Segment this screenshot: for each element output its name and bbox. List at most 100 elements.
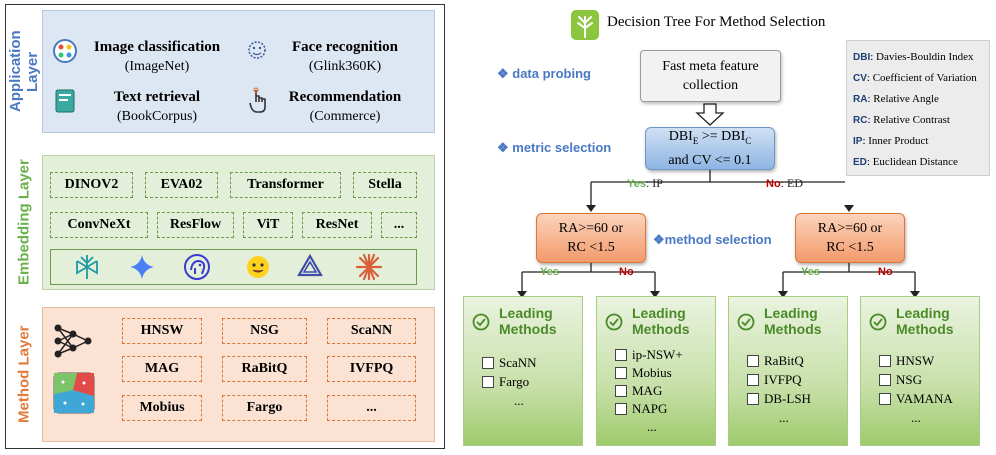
root-line: Fast meta feature [662,59,759,74]
leaf-ellipsis: ... [647,419,657,434]
leaf-method-item: NSG [879,371,922,388]
leaf-method-item: HNSW [879,352,934,369]
method-tag: IVFPQ [327,356,416,382]
metric-condition-line2: and CV <= 0.1 [668,152,752,168]
method-tag: RaBitQ [222,356,307,382]
method-tag: MAG [122,356,202,382]
checkbox-icon [747,354,759,367]
app-text-retrieval: Text retrieval (BookCorpus) [82,87,232,127]
checkbox-icon [615,384,627,397]
leaf-method-item: ip-NSW+ [615,346,683,363]
sparkle-logo-icon [128,253,156,286]
app-title: Recommendation [288,89,402,105]
tree-title: Decision Tree For Method Selection [607,14,826,30]
application-layer-box [42,10,435,133]
app-dataset: (BookCorpus) [116,109,198,124]
leaf-method-item: NAPG [615,400,667,417]
imagenet-icon [52,38,78,64]
leaf-ellipsis: ... [514,393,524,408]
step-data-probing: ❖ data probing [497,66,591,81]
root-line: collection [682,78,739,93]
metric-node: DBIE >= DBIC and CV <= 0.1 [645,127,775,170]
checkbox-icon [747,392,759,405]
triangle-logo-icon [296,253,324,286]
branch-yes-label: Yes [801,266,820,278]
checkbox-icon [482,375,494,388]
leaf-method-item: Mobius [615,364,672,381]
legend-row: RC: Relative Contrast [853,114,950,126]
check-circle-icon [737,313,755,336]
tree-logo-icon [570,9,600,46]
edge-yes-ip: Yes: IP [627,176,663,190]
model-logo-row [50,249,417,285]
embedding-model-tag: ConvNeXt [50,212,148,238]
cluster-partition-icon [53,372,95,419]
method-tag: HNSW [122,318,202,344]
checkbox-icon [747,373,759,386]
app-dataset: (Glink360K) [308,59,382,74]
leaf-method-item: MAG [615,382,662,399]
step-method-selection: ❖method selection [653,232,772,247]
app-title: Image classification [93,39,221,55]
app-title: Face recognition [292,39,398,55]
branch-no-label: No [619,266,634,278]
leaf-ellipsis: ... [911,410,921,425]
metric-condition-line1: DBIE >= DBIC [668,129,752,146]
leaf-method-item: ScaNN [482,354,537,371]
asterisk-logo-icon [355,253,383,286]
leaf-method-item: RaBitQ [747,352,804,369]
perplexity-logo-icon [73,253,101,286]
embedding-model-tag: EVA02 [145,172,218,198]
root-node: Fast meta feature collection [640,50,781,102]
legend-row: DBI: Davies-Bouldin Index [853,51,974,63]
legend-row: IP: Inner Product [853,135,929,147]
app-face-recognition: Face recognition (Glink360K) [270,37,420,77]
checkbox-icon [482,356,494,369]
elephant-logo-icon [182,252,212,287]
architecture-panel [5,4,445,449]
legend-row: RA: Relative Angle [853,93,939,105]
check-circle-icon [472,313,490,336]
leaf-method-item: VAMANA [879,390,953,407]
app-dataset: (Commerce) [309,109,381,124]
leaf-method-item: DB-LSH [747,390,811,407]
hugging-face-logo-icon [244,253,272,286]
app-recommendation: Recommendation (Commerce) [270,87,420,127]
check-circle-icon [869,313,887,336]
checkbox-icon [615,402,627,415]
legend-row: CV: Coefficient of Variation [853,72,977,84]
method-layer-label: Method Layer [15,325,33,424]
method-tag: Mobius [122,395,202,421]
branch-no-label: No [878,266,893,278]
tree-connectors [517,103,845,298]
leaf-method-item: Fargo [482,373,529,390]
checkbox-icon [615,348,627,361]
legend-row: ED: Euclidean Distance [853,156,958,168]
embedding-model-tag: DINOV2 [50,172,133,198]
checkbox-icon [879,354,891,367]
app-title: Text retrieval [113,89,201,105]
embedding-model-tag: ResNet [302,212,372,238]
app-image-classification: Image classification (ImageNet) [82,37,232,77]
edge-no-ed: No: ED [766,176,804,190]
leaf-ellipsis: ... [779,410,789,425]
embedding-model-tag: Stella [353,172,417,198]
checkbox-icon [879,392,891,405]
leaf-method-item: IVFPQ [747,371,802,388]
method-tag: ... [327,395,416,421]
step-metric-selection: ❖ metric selection [497,140,612,155]
embedding-model-tag: ResFlow [157,212,234,238]
method-tag: ScaNN [327,318,416,344]
pointer-hand-icon [247,86,269,114]
face-recognition-icon [245,38,269,64]
checkbox-icon [879,373,891,386]
embedding-layer-label: Embedding Layer [15,159,33,286]
tree-connectors-right [778,205,920,298]
book-icon [54,88,76,114]
